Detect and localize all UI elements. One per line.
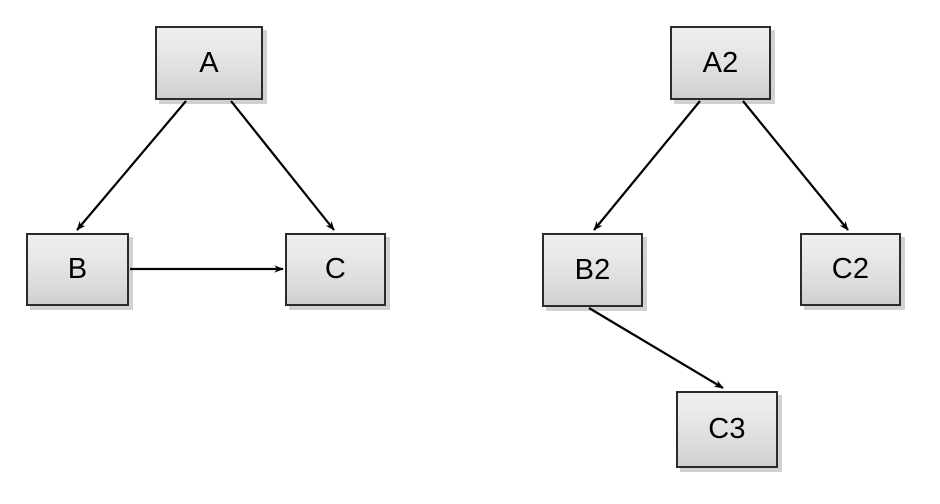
node-c3[interactable]: C3	[676, 391, 778, 468]
node-b2[interactable]: B2	[542, 233, 643, 307]
node-c[interactable]: C	[285, 233, 386, 306]
node-a[interactable]: A	[155, 26, 263, 100]
node-c2[interactable]: C2	[800, 233, 901, 306]
node-label-c2: C2	[831, 253, 870, 285]
node-label-c: C	[324, 253, 347, 285]
node-label-b: B	[67, 253, 88, 285]
node-a2[interactable]: A2	[670, 26, 771, 100]
edges	[76, 100, 849, 389]
edge-a2-b2[interactable]	[593, 100, 701, 231]
edge-a-b[interactable]	[76, 100, 187, 231]
edge-a-c[interactable]	[230, 100, 335, 231]
edge-a2-c2[interactable]	[742, 100, 849, 231]
edge-b2-c3[interactable]	[588, 307, 724, 389]
node-label-a2: A2	[702, 46, 739, 79]
node-b[interactable]: B	[26, 233, 129, 306]
node-label-b2: B2	[574, 253, 611, 286]
node-label-c3: C3	[708, 413, 746, 445]
node-label-a: A	[199, 46, 219, 79]
